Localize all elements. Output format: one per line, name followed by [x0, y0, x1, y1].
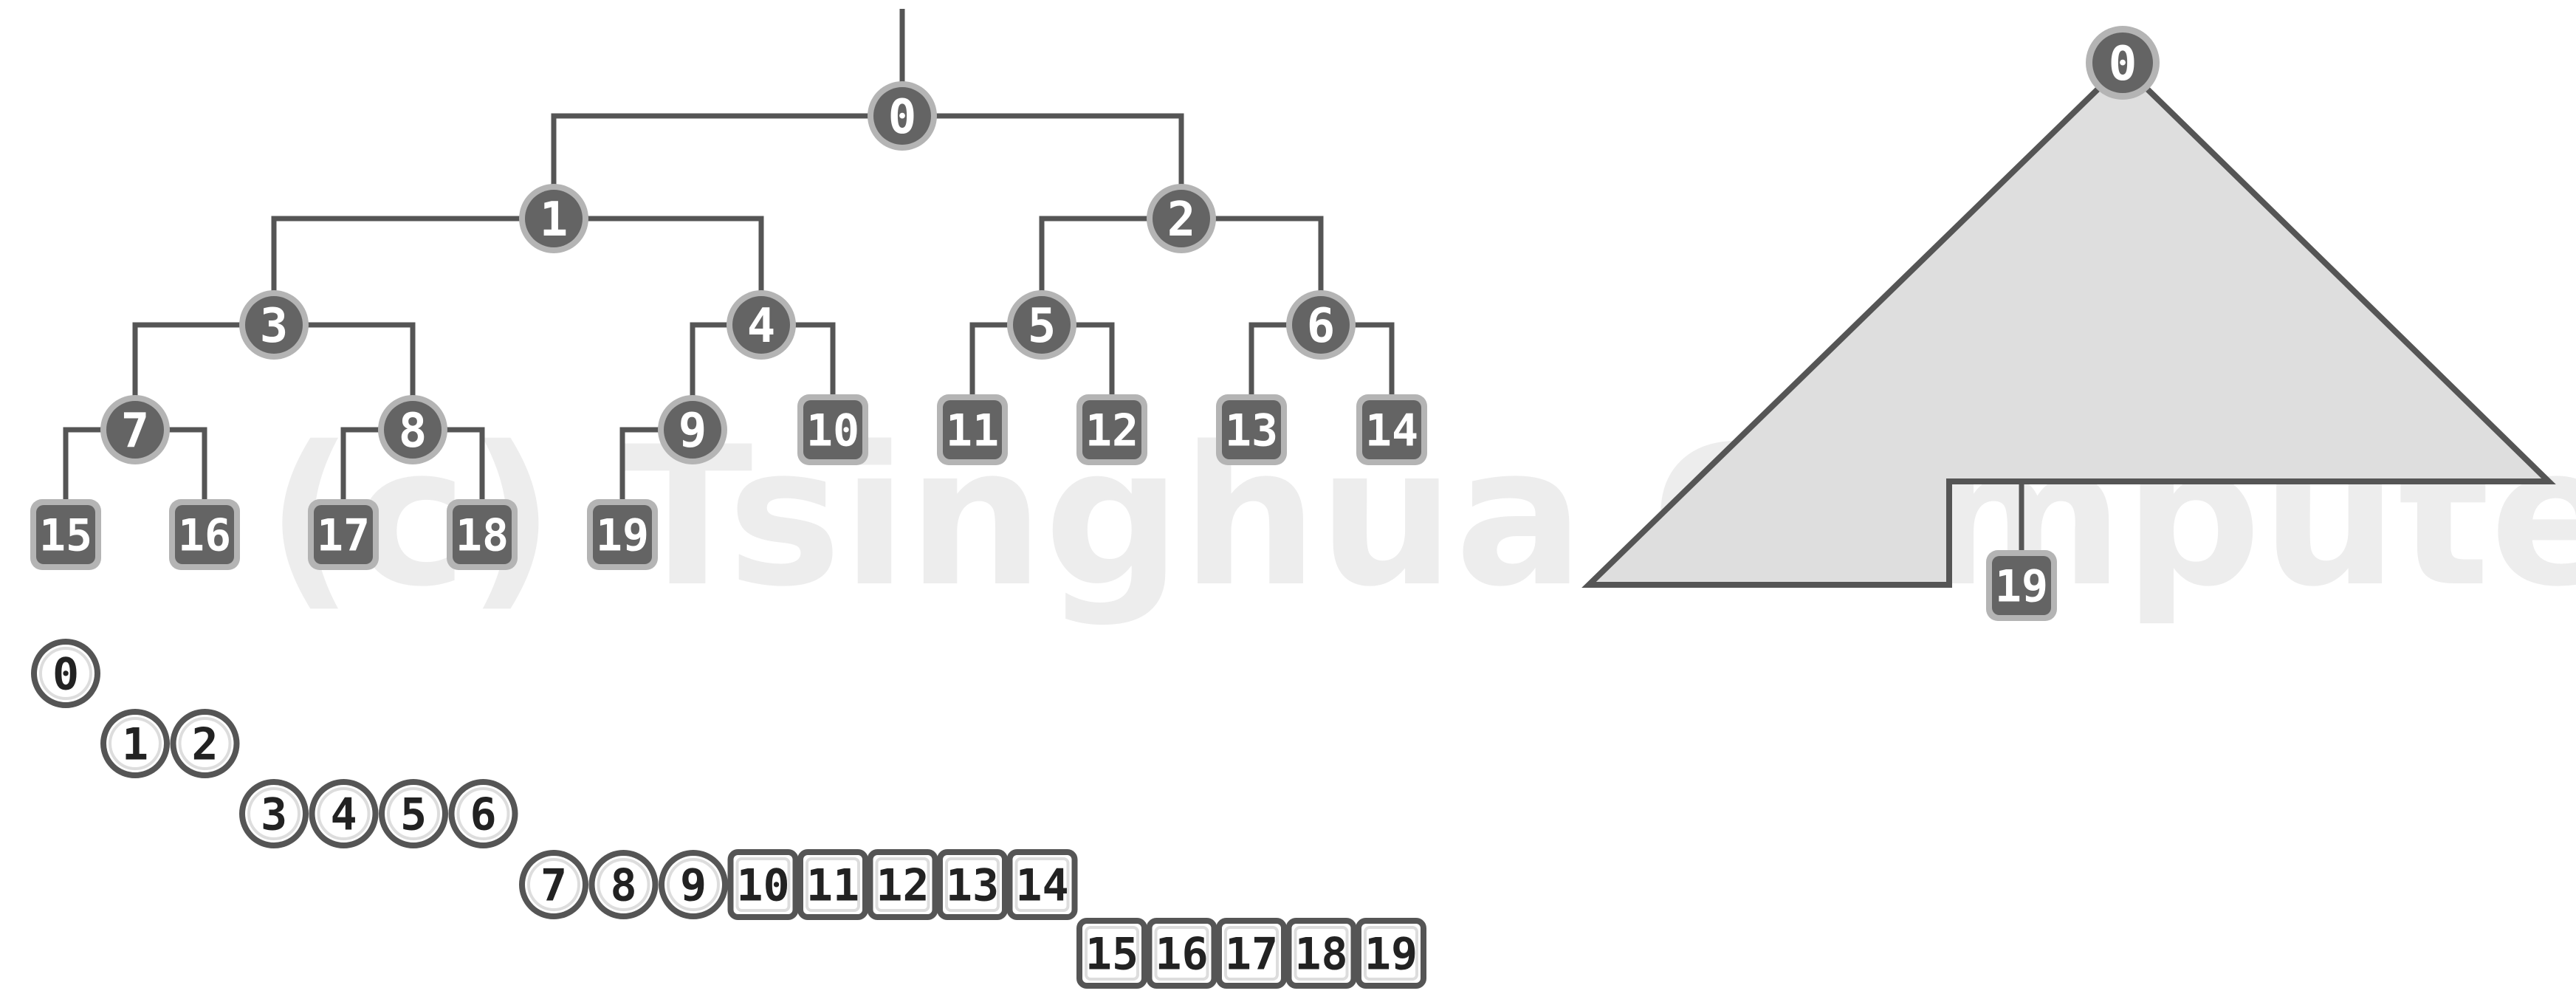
leaf-node: 15 — [30, 499, 101, 570]
node-label: 9 — [679, 404, 707, 459]
tree-edge — [1181, 216, 1324, 325]
sequence-label: 9 — [680, 860, 707, 912]
triangle-root-node: 0 — [2086, 26, 2160, 100]
sequence-square: 19 — [1356, 918, 1426, 989]
internal-node: 7 — [100, 395, 170, 464]
sequence-label: 10 — [736, 860, 789, 912]
node-label: 0 — [888, 90, 917, 145]
tree-edge — [554, 216, 764, 325]
internal-node: 2 — [1147, 184, 1216, 253]
node-label: 18 — [456, 510, 509, 562]
tree-edge — [132, 322, 274, 430]
node-label: 2 — [1167, 193, 1196, 247]
internal-node: 9 — [658, 395, 727, 464]
node-label: 17 — [317, 510, 370, 562]
node-label: 3 — [260, 299, 289, 354]
tree-shape-polygon — [1581, 61, 2556, 588]
node-label: 8 — [399, 404, 427, 459]
sequence-label: 7 — [540, 860, 567, 912]
sequence-circle: 3 — [239, 779, 309, 848]
sequence-label: 0 — [52, 649, 79, 701]
sequence-circle: 5 — [379, 779, 448, 848]
internal-node: 3 — [239, 290, 309, 360]
leaf-node: 19 — [587, 499, 658, 570]
leaf-node: 12 — [1076, 394, 1147, 465]
sequence-circle: 6 — [448, 779, 518, 848]
internal-node: 8 — [378, 395, 447, 464]
sequence-square: 14 — [1006, 849, 1078, 920]
sequence-label: 12 — [876, 860, 929, 912]
node-label: 14 — [1365, 405, 1418, 457]
sequence-square: 17 — [1216, 918, 1287, 989]
node-label: 11 — [946, 405, 999, 457]
sequence-label: 17 — [1225, 929, 1278, 981]
leaf-node: 11 — [937, 394, 1008, 465]
sequence-label: 16 — [1155, 929, 1208, 981]
sequence-label: 4 — [330, 789, 357, 841]
sequence-circle: 2 — [170, 709, 240, 778]
node-label: 1 — [540, 193, 569, 247]
sequence-circle: 4 — [309, 779, 379, 848]
sequence-square: 10 — [727, 849, 799, 920]
sequence-label: 1 — [122, 719, 148, 771]
internal-node: 5 — [1007, 290, 1076, 360]
sequence-label: 3 — [261, 789, 287, 841]
leaf-node: 17 — [308, 499, 379, 570]
sequence-label: 19 — [1364, 929, 1418, 981]
sequence-label: 18 — [1294, 929, 1347, 981]
sequence-label: 5 — [400, 789, 427, 841]
node-label: 19 — [596, 510, 649, 562]
node-label: 10 — [806, 405, 859, 457]
sequence-square: 16 — [1146, 918, 1217, 989]
sequence-circle: 7 — [519, 850, 588, 919]
node-label: 7 — [121, 404, 150, 459]
sequence-square: 15 — [1076, 918, 1147, 989]
sequence-circle: 8 — [588, 850, 659, 919]
node-label: 12 — [1085, 405, 1138, 457]
sequence-square: 12 — [867, 849, 938, 920]
leaf-node: 14 — [1356, 394, 1427, 465]
sequence-square: 13 — [937, 849, 1008, 920]
sequence-label: 2 — [191, 719, 218, 771]
sequence-circle: 9 — [659, 850, 728, 919]
sequence-label: 8 — [610, 860, 636, 912]
internal-node: 0 — [868, 81, 937, 151]
leaf-node: 10 — [797, 394, 868, 465]
sequence-label: 6 — [470, 789, 496, 841]
node-label: 15 — [39, 510, 92, 562]
sequence-label: 15 — [1085, 929, 1138, 981]
node-label: 19 — [1995, 561, 2048, 613]
leaf-node: 18 — [447, 499, 518, 570]
node-label: 4 — [747, 299, 776, 354]
node-label: 6 — [1307, 299, 1336, 354]
internal-node: 4 — [727, 290, 796, 360]
tree-edge — [274, 322, 416, 430]
internal-node: 1 — [519, 184, 588, 253]
node-label: 16 — [178, 510, 231, 562]
triangle-leaf-node: 19 — [1986, 550, 2057, 621]
sequence-square: 18 — [1285, 918, 1357, 989]
node-label: 0 — [2109, 37, 2137, 92]
tree-shape-outline: 0 19 — [1581, 26, 2556, 621]
sequence-circle: 1 — [100, 709, 170, 778]
sequence-circle: 0 — [31, 639, 100, 708]
node-label: 5 — [1028, 299, 1057, 354]
sequence-square: 11 — [797, 849, 868, 920]
sequence-label: 14 — [1015, 860, 1068, 912]
internal-node: 6 — [1286, 290, 1356, 360]
tree-edge — [902, 113, 1184, 219]
leaf-node: 16 — [169, 499, 240, 570]
sequence-label: 13 — [946, 860, 999, 912]
tree-edge — [1039, 216, 1181, 325]
tree-edge — [551, 113, 902, 219]
tree-edge — [271, 216, 554, 325]
node-label: 13 — [1225, 405, 1278, 457]
leaf-node: 13 — [1216, 394, 1287, 465]
sequence-label: 11 — [806, 860, 859, 912]
